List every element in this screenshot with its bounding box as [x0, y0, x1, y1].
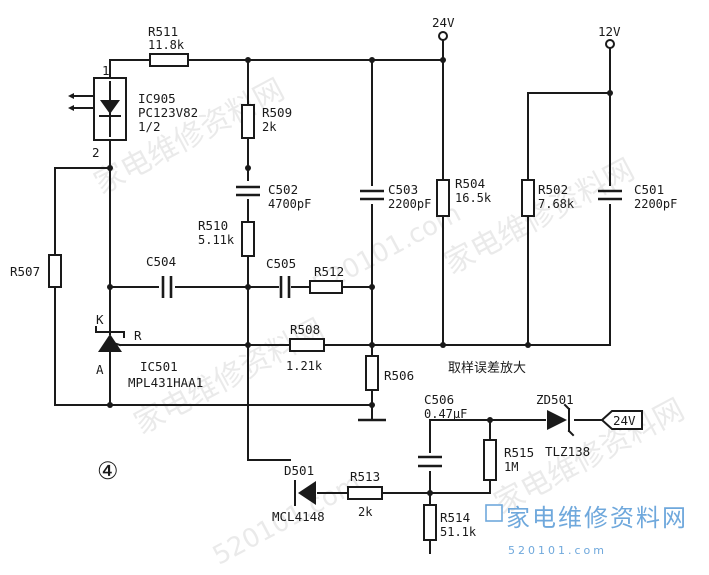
c506-value: 0.47μF: [424, 407, 467, 421]
zd501-ref: ZD501: [536, 392, 574, 407]
r515-ref: R515: [504, 445, 534, 460]
ic501-ref: IC501: [140, 359, 178, 374]
ic501-part: MPL431HAA1: [128, 375, 203, 390]
resistor-r509: R509 2k: [241, 104, 292, 139]
r510-value: 5.11k: [198, 233, 235, 247]
tag-24v-label: 24V: [613, 413, 636, 428]
diode-d501: D501 MCL4148: [272, 463, 325, 524]
rail-terminals: 24V 12V: [432, 15, 621, 49]
resistor-r510: R510 5.11k: [198, 218, 255, 257]
terminal-12v: [605, 39, 615, 49]
r511-value: 11.8k: [148, 38, 185, 52]
resistor-r514: R514 51.1k: [423, 504, 477, 541]
resistor-r504: R504 16.5k: [436, 176, 492, 217]
logo-title: 家电维修资料网: [506, 504, 688, 532]
ic905-pin2: 2: [92, 145, 100, 160]
r511-ref: R511: [148, 24, 178, 39]
capacitor-c505: C505: [266, 256, 296, 298]
rail-24v-label: 24V: [432, 15, 455, 30]
r502-value: 7.68k: [538, 197, 575, 211]
r510-ref: R510: [198, 218, 228, 233]
c504-ref: C504: [146, 254, 176, 269]
d501-ref: D501: [284, 463, 314, 478]
r514-ref: R514: [440, 510, 470, 525]
ic905-part: PC123V82: [138, 105, 198, 120]
resistor-r502: R502 7.68k: [521, 179, 575, 217]
figure-number-label: ④: [97, 457, 119, 485]
r504-ref: R504: [455, 176, 485, 191]
resistor-r507: R507: [10, 254, 62, 288]
section-caption: 取样误差放大: [448, 361, 526, 376]
r513-value: 2k: [358, 505, 373, 519]
shunt-regulator-ic501: K R A IC501 MPL431HAA1: [95, 312, 203, 390]
capacitor-c504: C504: [146, 254, 176, 298]
r504-value: 16.5k: [455, 191, 492, 205]
r506-ref: R506: [384, 368, 414, 383]
terminal-24v: [438, 31, 448, 41]
ic501-pin-a: A: [96, 362, 104, 377]
r512-ref: R512: [314, 264, 344, 279]
c501-value: 2200pF: [634, 197, 677, 211]
optocoupler-ic905: 1 2 IC905 PC123V82 1/2: [68, 63, 198, 160]
r509-ref: R509: [262, 105, 292, 120]
rail-12v-label: 12V: [598, 24, 621, 39]
c503-ref: C503: [388, 182, 418, 197]
r513-ref: R513: [350, 469, 380, 484]
r509-value: 2k: [262, 120, 277, 134]
figure-number: ④: [97, 457, 119, 485]
ic501-pin-r: R: [134, 328, 142, 343]
zd501-part: TLZ138: [545, 444, 590, 459]
capacitor-c506: C506 0.47μF: [418, 392, 467, 468]
zener-zd501: ZD501 TLZ138: [536, 392, 590, 459]
watermark-layer: 家电维修资料网 家电维修资料网 家电维修资料网 家电维修资料网 520101.c…: [88, 72, 690, 571]
c502-value: 4700pF: [268, 197, 311, 211]
tag-24v: 24V: [600, 410, 643, 430]
c501-ref: C501: [634, 182, 664, 197]
resistor-r513: R513 2k: [347, 469, 383, 519]
book-icon: [485, 504, 503, 522]
junction-dots: [107, 57, 613, 496]
ic905-unit: 1/2: [138, 119, 161, 134]
ic905-ref: IC905: [138, 91, 176, 106]
r508-ref: R508: [290, 322, 320, 337]
r507-ref: R507: [10, 264, 40, 279]
capacitor-c503: C503 2200pF: [360, 182, 431, 211]
resistor-r512: R512: [309, 264, 344, 294]
logo-url: 520101.com: [508, 544, 607, 557]
r502-ref: R502: [538, 182, 568, 197]
r515-value: 1M: [504, 460, 518, 474]
resistor-r515: R515 1M: [483, 439, 534, 481]
r508-value: 1.21k: [286, 359, 323, 373]
d501-part: MCL4148: [272, 509, 325, 524]
c506-ref: C506: [424, 392, 454, 407]
site-logo: 家电维修资料网 520101.com: [485, 504, 688, 557]
resistor-r506: R506: [365, 355, 414, 391]
c505-ref: C505: [266, 256, 296, 271]
resistor-r511: R511 11.8k: [148, 24, 189, 67]
ic501-pin-k: K: [96, 312, 104, 327]
r514-value: 51.1k: [440, 525, 477, 539]
c502-ref: C502: [268, 182, 298, 197]
wiring: [54, 39, 611, 554]
capacitor-c501: C501 2200pF: [598, 182, 677, 211]
capacitor-c502: C502 4700pF: [236, 182, 311, 211]
ic905-pin1: 1: [102, 63, 110, 78]
c503-value: 2200pF: [388, 197, 431, 211]
resistor-r508: R508 1.21k: [286, 322, 325, 373]
